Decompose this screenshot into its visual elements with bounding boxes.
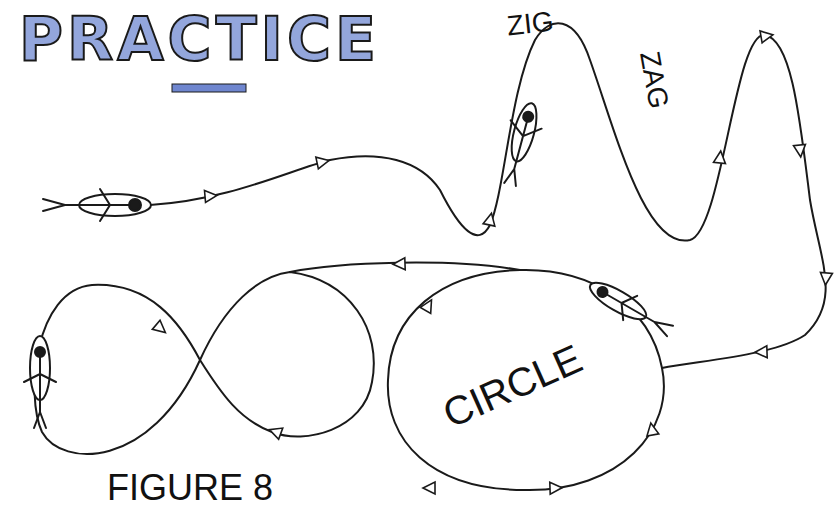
figure-eight-route (35, 272, 374, 454)
title-underline (172, 84, 246, 92)
route-label: CIRCLE (434, 336, 591, 436)
direction-arrows (152, 29, 832, 494)
route-label: ZAG (634, 46, 675, 114)
zigzag-route (150, 23, 826, 368)
page-title: PRACTICE (16, 8, 383, 70)
route-label: ZIG (502, 6, 558, 41)
route-label: FIGURE 8 (104, 469, 276, 507)
